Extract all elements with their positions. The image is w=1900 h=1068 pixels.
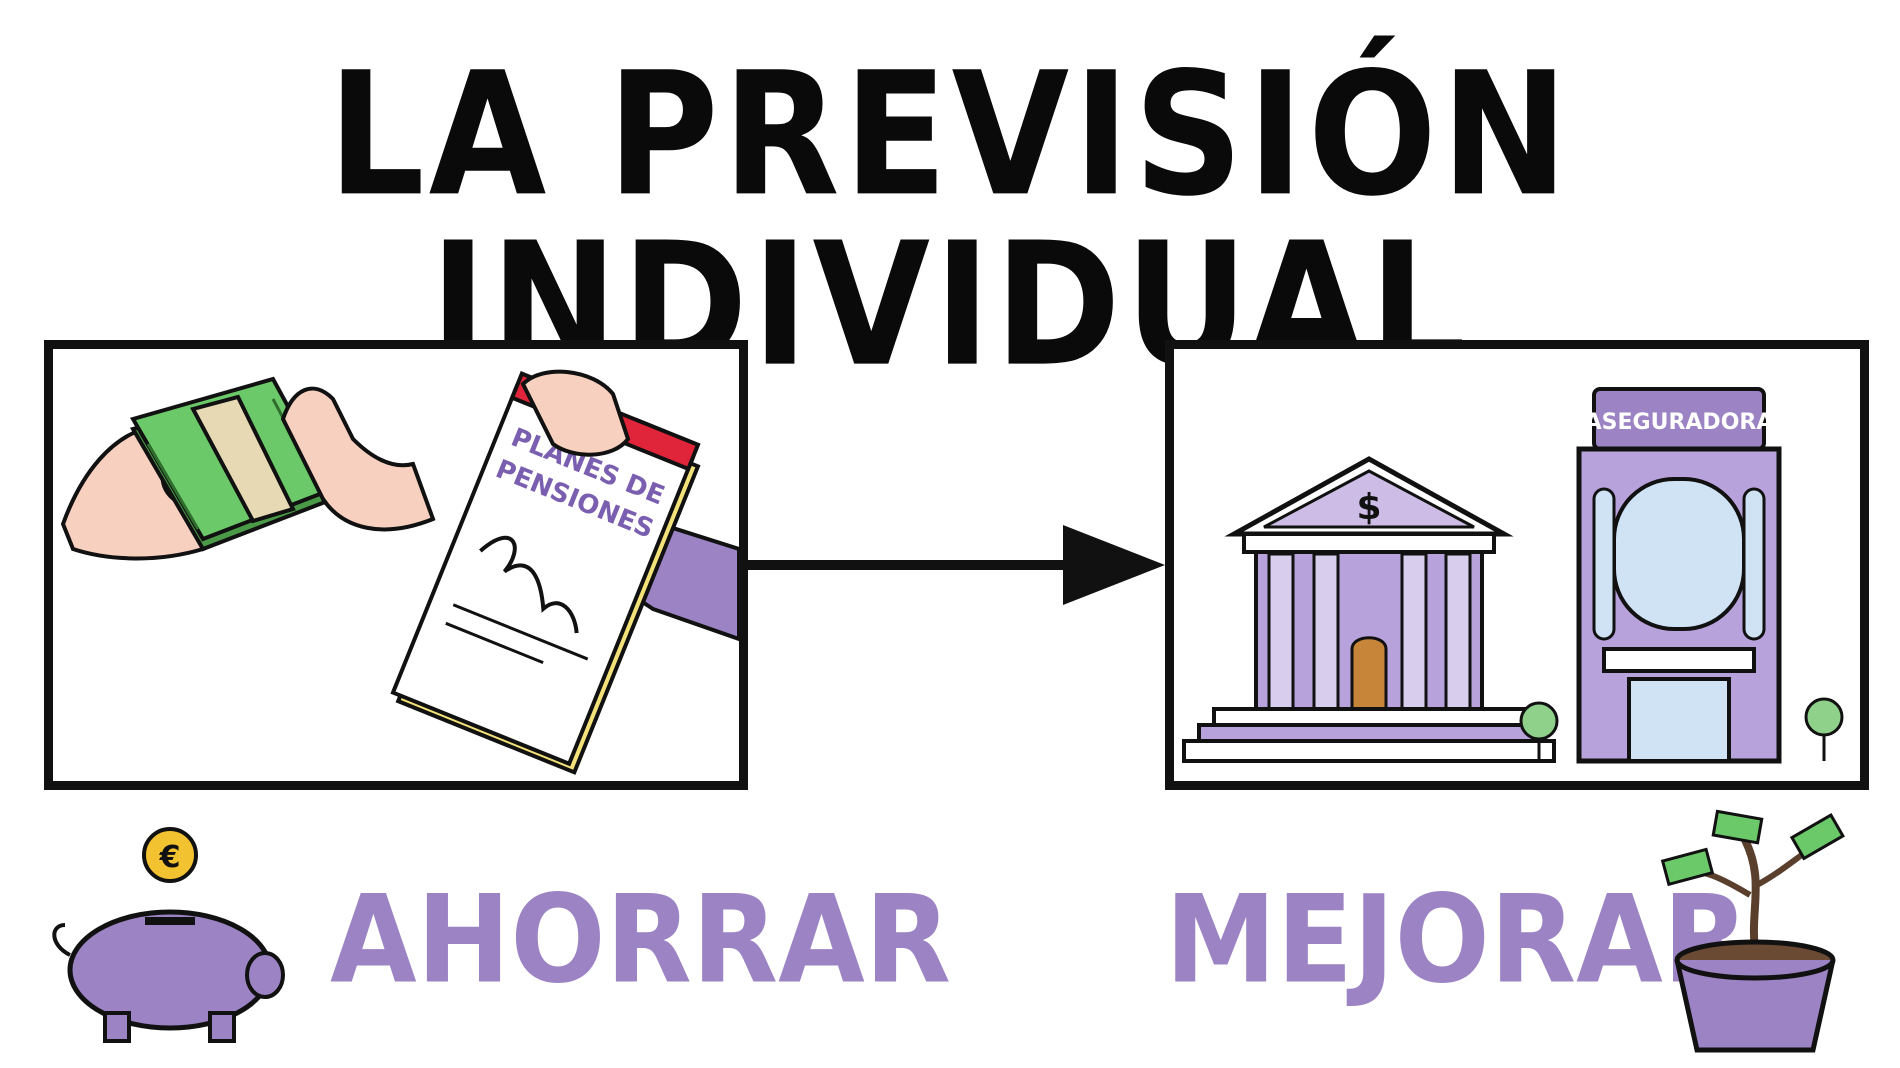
page-title: LA PREVISIÓN INDIVIDUAL	[327, 35, 1573, 404]
holding-hand-icon	[520, 369, 631, 457]
institutions-illustration: $ ASEGURADORA	[1182, 387, 1844, 764]
insurer-building-icon: ASEGURADORA	[1576, 387, 1782, 764]
piggy-bank-icon: €	[52, 827, 285, 1043]
coin-symbol: €	[159, 840, 181, 875]
coin-icon	[142, 827, 198, 883]
money-exchange-illustration: PLANES DE PENSIONES	[60, 369, 739, 775]
insurer-sign-text: ASEGURADORA	[1585, 410, 1774, 435]
pension-plan-panel: PLANES DE PENSIONES	[44, 340, 748, 790]
improve-label: MEJORAR	[1165, 870, 1750, 1011]
bank-dollar-sign: $	[1356, 487, 1381, 528]
signature-icon	[479, 536, 579, 634]
left-hand-icon	[60, 426, 206, 561]
arrow-icon	[748, 525, 1165, 605]
institutions-panel: $ ASEGURADORA	[1165, 340, 1869, 790]
money-plant-icon	[1660, 809, 1845, 1053]
bank-icon: $	[1182, 456, 1556, 763]
save-label: AHORRAR	[330, 870, 952, 1011]
tree-icon	[1519, 697, 1844, 761]
right-hand-icon	[280, 386, 436, 532]
